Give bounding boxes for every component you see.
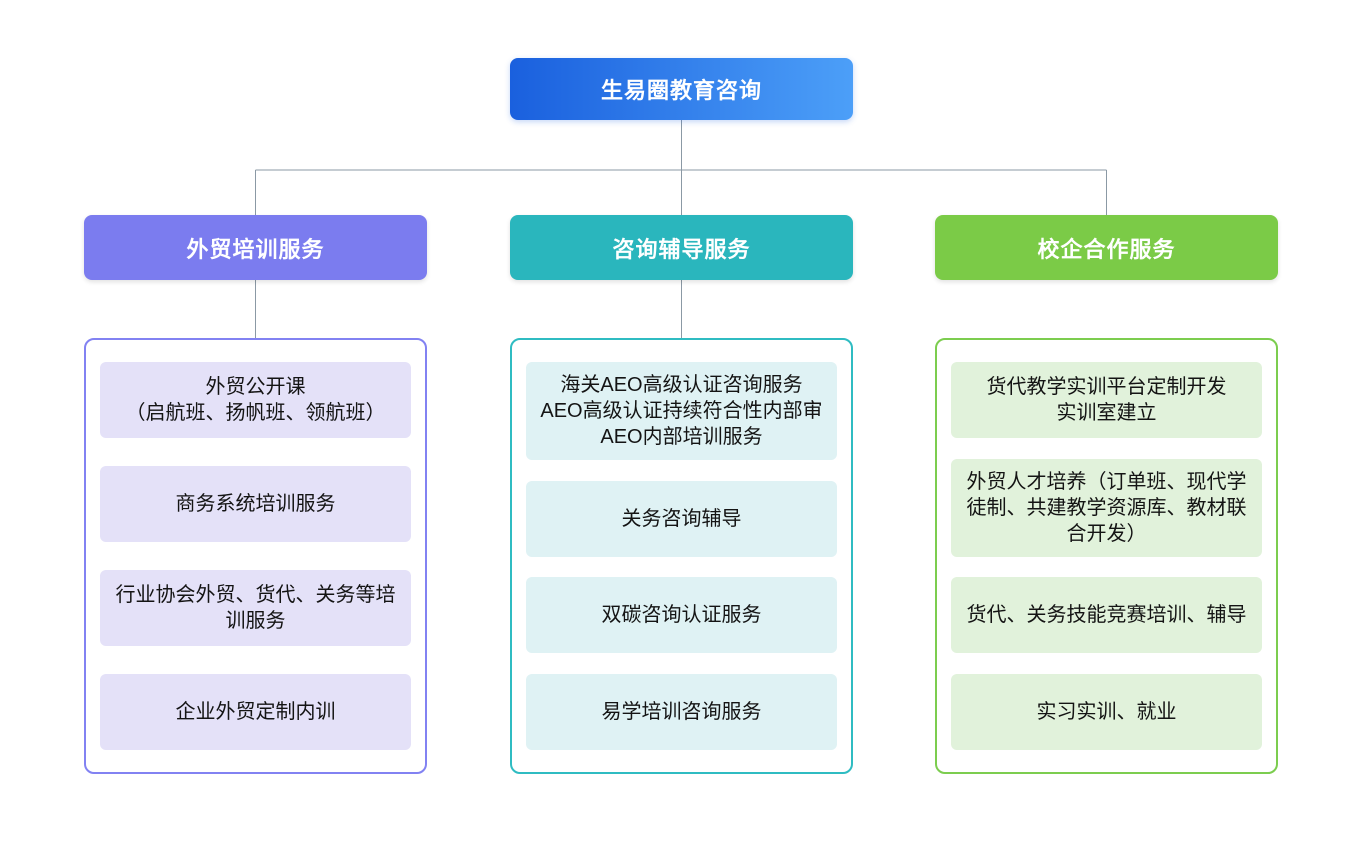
branch-item: 实习实训、就业	[951, 673, 1262, 750]
branch-header-label: 咨询辅导服务	[612, 236, 751, 262]
branch-item: 关务咨询辅导	[526, 480, 837, 557]
branch-item: 行业协会外贸、货代、关务等培训服务	[100, 570, 411, 646]
branch-group-foreign-trade-training: 外贸公开课 （启航班、扬帆班、领航班） 商务系统培训服务 行业协会外贸、货代、关…	[84, 338, 427, 774]
branch-header-consulting-coaching: 咨询辅导服务	[510, 215, 853, 280]
branch-item: 货代、关务技能竞赛培训、辅导	[951, 577, 1262, 654]
branch-group-consulting-coaching: 海关AEO高级认证咨询服务 AEO高级认证持续符合性内部审 AEO内部培训服务 …	[510, 338, 853, 774]
branch-item: 外贸公开课 （启航班、扬帆班、领航班）	[100, 362, 411, 438]
branch-item: 企业外贸定制内训	[100, 674, 411, 750]
branch-item: 双碳咨询认证服务	[526, 577, 837, 654]
branch-header-label: 校企合作服务	[1037, 236, 1176, 262]
root-node: 生易圈教育咨询	[510, 58, 853, 120]
branch-header-label: 外贸培训服务	[186, 236, 325, 262]
branch-item: 外贸人才培养（订单班、现代学徒制、共建教学资源库、教材联合开发）	[951, 458, 1262, 557]
branch-item: 海关AEO高级认证咨询服务 AEO高级认证持续符合性内部审 AEO内部培训服务	[526, 362, 837, 460]
branch-item: 商务系统培训服务	[100, 466, 411, 542]
branch-header-school-enterprise: 校企合作服务	[935, 215, 1278, 280]
branch-item: 易学培训咨询服务	[526, 673, 837, 750]
branch-header-foreign-trade-training: 外贸培训服务	[84, 215, 427, 280]
branch-group-school-enterprise: 货代教学实训平台定制开发 实训室建立 外贸人才培养（订单班、现代学徒制、共建教学…	[935, 338, 1278, 774]
root-node-label: 生易圈教育咨询	[600, 78, 762, 103]
branch-item: 货代教学实训平台定制开发 实训室建立	[951, 362, 1262, 438]
